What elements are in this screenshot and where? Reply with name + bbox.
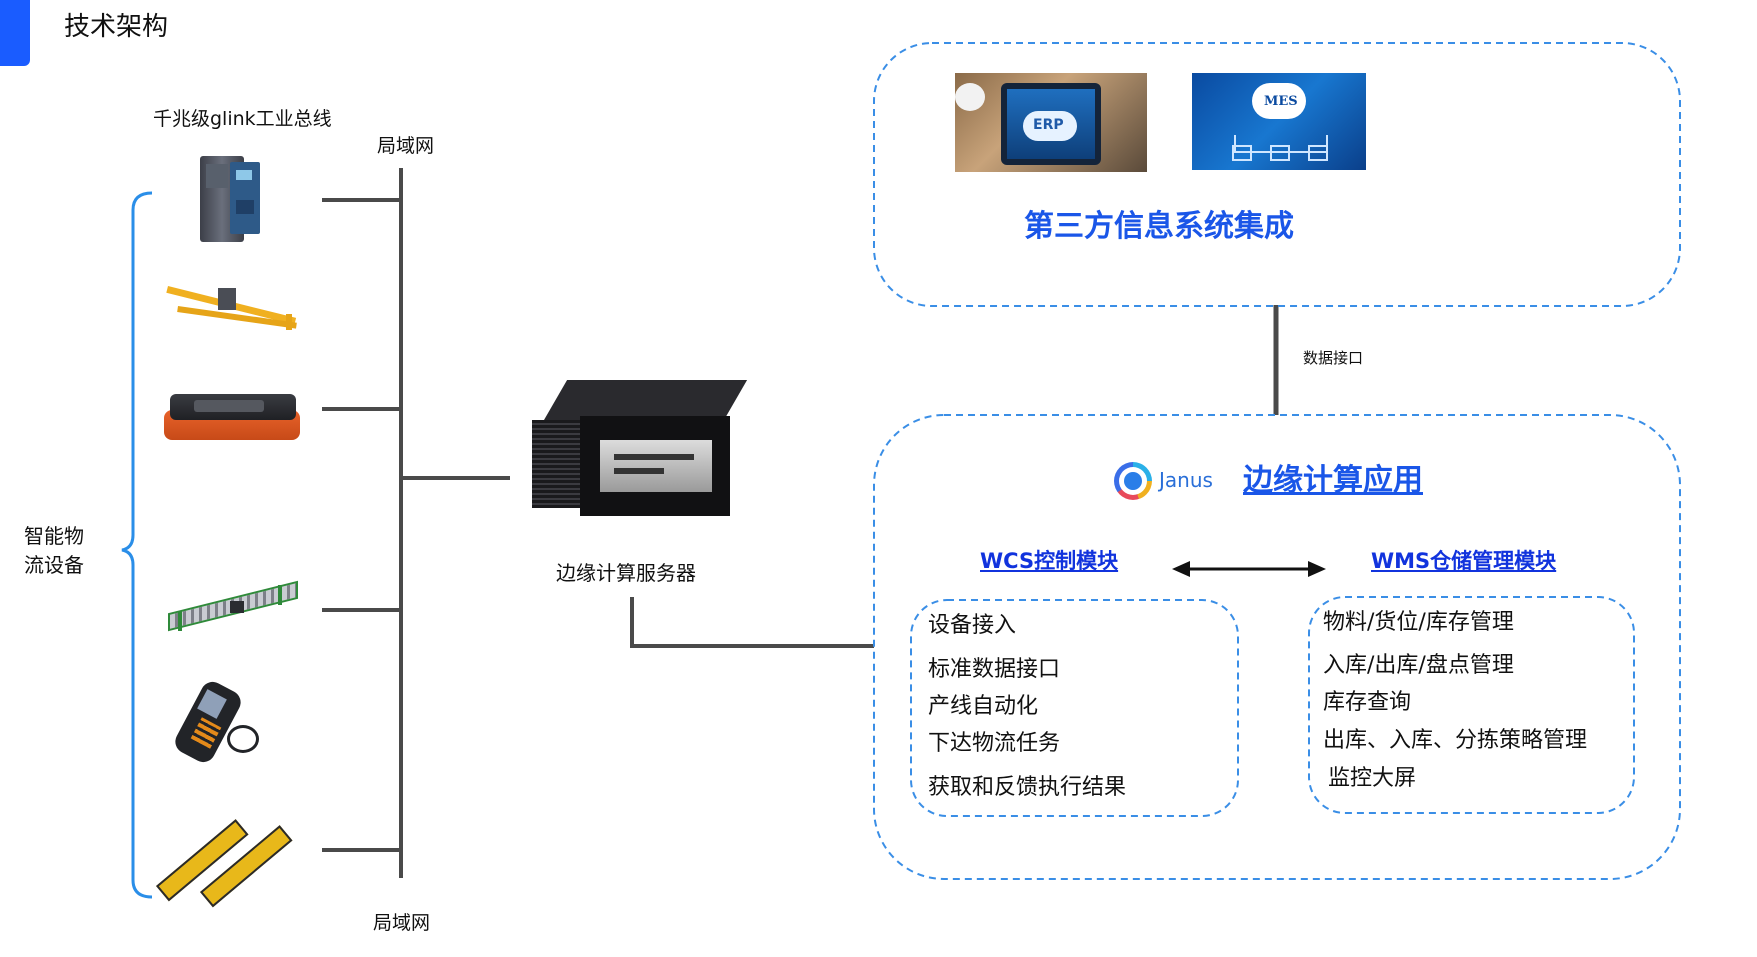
wcs-item: 产线自动化 [928,694,1039,719]
erp-image: ERP [955,73,1147,172]
wcs-item: 下达物流任务 [928,731,1061,756]
safety-light-curtain-image [154,796,293,908]
bus-label: 千兆级glink工业总线 [153,108,332,130]
device-bracket [121,191,153,899]
wcs-box [910,599,1239,817]
mes-image: MES [1192,73,1366,170]
wms-item: 监控大屏 [1328,766,1417,791]
wms-item: 物料/货位/库存管理 [1323,610,1514,635]
lan-label-top: 局域网 [377,135,435,157]
gantry-crane-image [166,280,303,332]
wms-item: 库存查询 [1323,690,1412,715]
edge-app-title[interactable]: 边缘计算应用 [1243,463,1423,498]
edge-app-box [873,414,1681,880]
janus-logo-icon [1114,462,1152,500]
device-group-label-line1: 智能物 [24,524,84,548]
edge-server-label: 边缘计算服务器 [556,561,696,585]
mes-text: MES [1264,94,1298,109]
page-title: 技术架构 [64,12,169,42]
edge-server-image [530,380,748,526]
wcs-item: 标准数据接口 [928,657,1061,682]
third-party-box [873,42,1681,307]
lan-label-bottom: 局域网 [373,912,431,934]
wms-item: 出库、入库、分拣策略管理 [1323,728,1588,753]
janus-logo-text: Janus [1159,468,1213,492]
server-to-edge [630,597,874,648]
data-interface-label: 数据接口 [1303,349,1364,367]
wcs-item: 获取和反馈执行结果 [928,775,1127,800]
device-group-label-line2: 流设备 [24,553,84,577]
wcs-item: 设备接入 [928,613,1017,638]
handheld-scanner-image [171,677,263,767]
plc-controller-image [200,152,262,244]
header-accent-bar [0,0,30,66]
erp-text: ERP [1033,117,1064,133]
wcs-module-title[interactable]: WCS控制模块 [980,549,1119,573]
wms-module-title[interactable]: WMS仓储管理模块 [1371,549,1557,573]
agv-robot-image [164,386,302,446]
third-party-title: 第三方信息系统集成 [1024,209,1294,244]
wms-box [1308,596,1635,814]
wms-item: 入库/出库/盘点管理 [1323,653,1514,678]
roller-conveyor-image [168,575,298,635]
